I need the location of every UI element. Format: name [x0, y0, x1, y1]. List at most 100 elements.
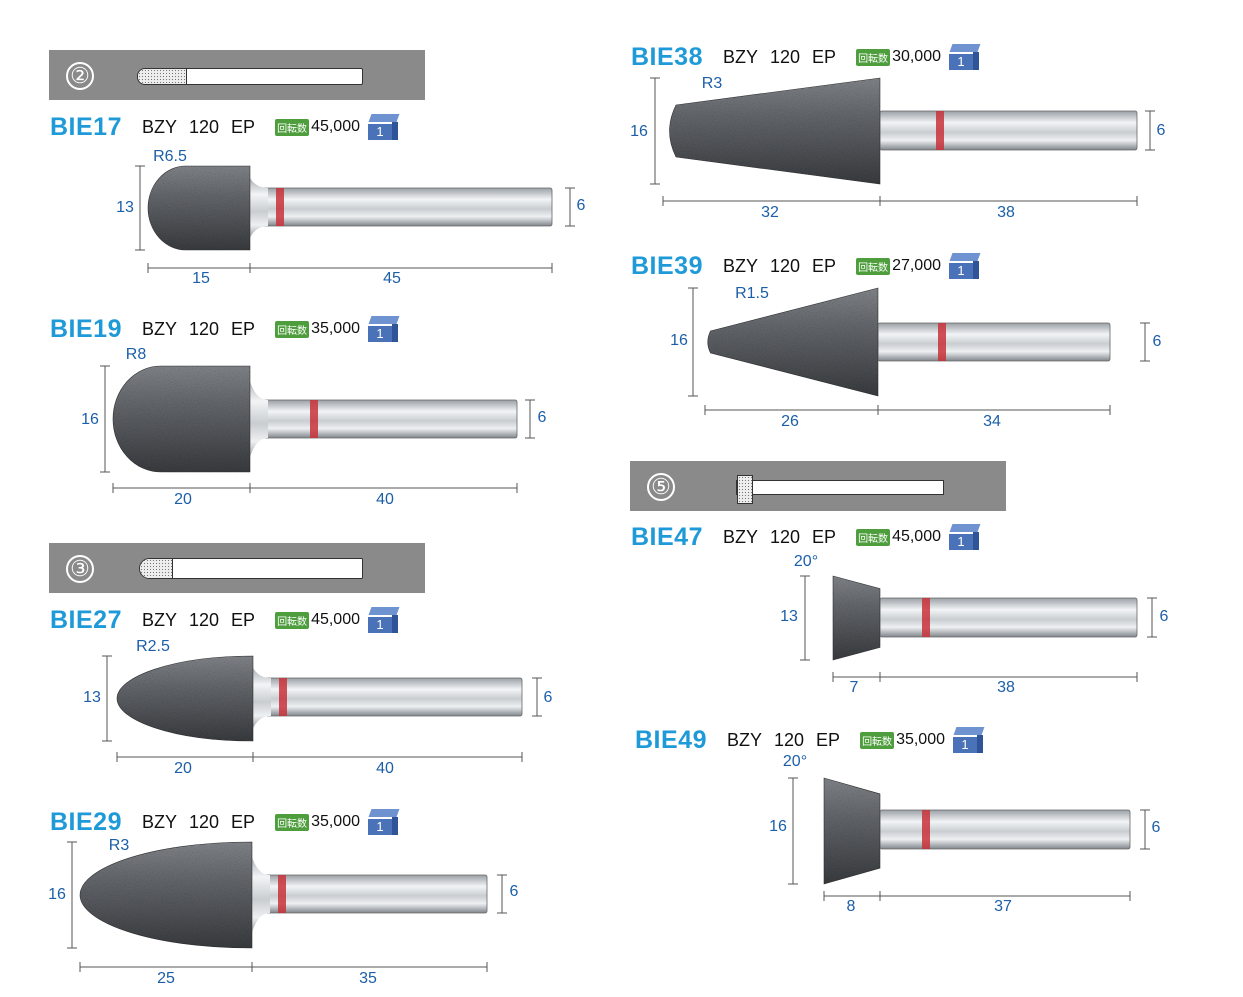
grit-code: BZY — [141, 318, 177, 339]
package-box-icon: 1 — [368, 809, 400, 835]
diamond-head — [147, 165, 251, 251]
red-band — [279, 678, 287, 716]
bond-type: EP — [231, 116, 256, 137]
package-box-icon: 1 — [949, 44, 981, 70]
package-box-icon: 1 — [368, 114, 400, 140]
shank — [249, 399, 518, 439]
grit-size: 120 — [189, 609, 220, 630]
product-header-bie39: BIE39 BZY 120 EP 回転数 27,000 1 — [631, 251, 981, 281]
head-length-label: 20 — [174, 491, 192, 508]
product-code: BIE29 — [50, 807, 122, 836]
rpm-badge: 回転数 — [275, 813, 310, 831]
radius-label: R1.5 — [735, 285, 769, 302]
diamond-head — [832, 575, 881, 661]
section-number: ⑤ — [647, 473, 675, 501]
head-diameter-label: 16 — [630, 123, 648, 140]
product-header-bie17: BIE17 BZY 120 EP 回転数 45,000 1 — [50, 112, 400, 142]
bond-type: EP — [231, 609, 256, 630]
shank-length-label: 38 — [997, 204, 1015, 221]
max-rpm: 45,000 — [311, 611, 360, 628]
diamond-head — [79, 841, 253, 949]
shank-length-label: 34 — [983, 413, 1001, 430]
pack-quantity: 1 — [949, 534, 973, 550]
product-code: BIE39 — [631, 251, 703, 280]
product-code: BIE19 — [50, 314, 122, 343]
diamond-head — [116, 655, 254, 742]
grit-code: BZY — [722, 255, 758, 276]
shank-diameter-label: 6 — [1160, 608, 1169, 625]
head-diameter-label: 13 — [116, 199, 134, 216]
diamond-head — [112, 365, 251, 473]
radius-label: 20° — [794, 553, 818, 570]
section-header-5: ⑤ — [630, 461, 1006, 511]
red-band — [278, 875, 286, 913]
ball-nose-bullet-icon — [139, 558, 363, 579]
grit-size: 120 — [189, 116, 220, 137]
shank — [879, 597, 1138, 638]
shank-diameter-label: 6 — [1157, 122, 1166, 139]
grit-size: 120 — [189, 318, 220, 339]
grit-code: BZY — [141, 811, 177, 832]
head-diameter-label: 16 — [81, 411, 99, 428]
head-length-label: 20 — [174, 760, 192, 777]
rpm-badge: 回転数 — [856, 528, 891, 546]
shank-length-label: 45 — [383, 270, 401, 287]
diamond-head — [707, 287, 879, 397]
product-code: BIE47 — [631, 522, 703, 551]
shank — [879, 110, 1138, 151]
package-box-icon: 1 — [949, 524, 981, 550]
tool-drawing-bie17: R6.5 15 45 13 6 — [116, 148, 585, 287]
radius-label: R6.5 — [153, 148, 187, 165]
red-band — [276, 188, 284, 226]
grit-size: 120 — [189, 811, 220, 832]
head-length-label: 26 — [781, 413, 799, 430]
shank-diameter-label: 6 — [510, 883, 519, 900]
head-length-label: 25 — [157, 970, 175, 987]
bond-type: EP — [812, 255, 837, 276]
product-header-bie29: BIE29 BZY 120 EP 回転数 35,000 1 — [50, 807, 400, 837]
red-band — [922, 598, 930, 637]
head-length-label: 8 — [847, 898, 856, 915]
red-band — [922, 810, 930, 849]
max-rpm: 45,000 — [311, 118, 360, 135]
radius-label: R3 — [109, 837, 130, 854]
head-length-label: 7 — [850, 679, 859, 696]
grit-code: BZY — [141, 116, 177, 137]
rpm-badge: 回転数 — [860, 731, 895, 749]
grit-code: BZY — [726, 729, 762, 750]
product-code: BIE17 — [50, 112, 122, 141]
rpm-badge: 回転数 — [856, 48, 891, 66]
section-header-2: ② — [49, 50, 425, 100]
neck — [248, 174, 268, 242]
shank — [877, 322, 1111, 362]
rpm-badge: 回転数 — [275, 611, 310, 629]
shank-length-label: 35 — [359, 970, 377, 987]
head-diameter-label: 13 — [780, 608, 798, 625]
package-box-icon: 1 — [949, 253, 981, 279]
head-diameter-label: 16 — [769, 818, 787, 835]
pack-quantity: 1 — [953, 737, 977, 753]
product-header-bie49: BIE49 BZY 120 EP 回転数 35,000 1 — [635, 725, 985, 755]
shank-diameter-label: 6 — [1153, 333, 1162, 350]
shank-diameter-label: 6 — [577, 197, 586, 214]
max-rpm: 35,000 — [896, 731, 945, 748]
head-length-label: 15 — [192, 270, 210, 287]
section-header-3: ③ — [49, 543, 425, 593]
pack-quantity: 1 — [949, 54, 973, 70]
red-band — [310, 400, 318, 438]
shank-length-label: 40 — [376, 760, 394, 777]
product-header-bie27: BIE27 BZY 120 EP 回転数 45,000 1 — [50, 605, 400, 635]
neck — [248, 374, 268, 464]
rpm-badge: 回転数 — [856, 257, 891, 275]
red-band — [936, 111, 944, 150]
pack-quantity: 1 — [949, 263, 973, 279]
pack-quantity: 1 — [368, 617, 392, 633]
max-rpm: 35,000 — [311, 320, 360, 337]
max-rpm: 35,000 — [311, 813, 360, 830]
rpm-badge: 回転数 — [275, 118, 310, 136]
